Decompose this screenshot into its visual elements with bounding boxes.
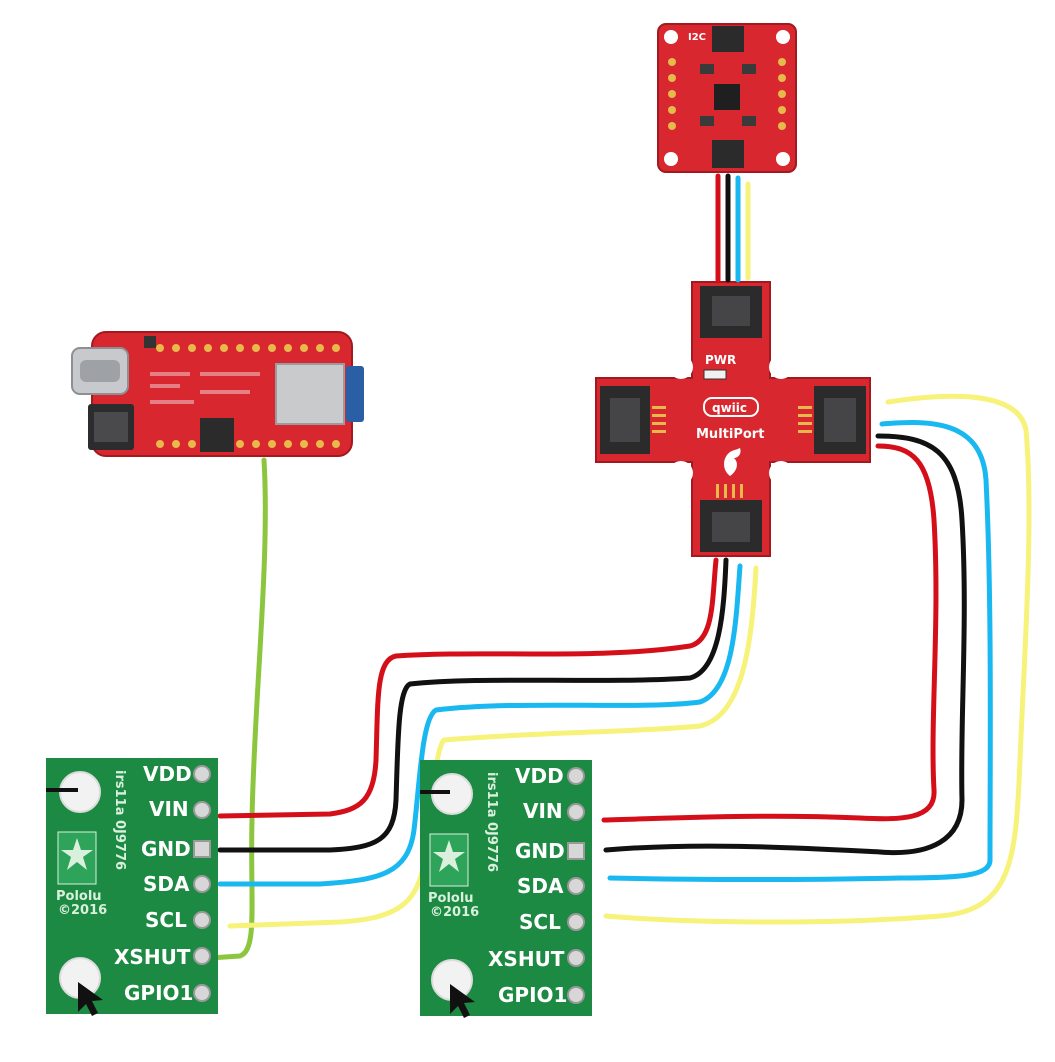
pin-label-gpio1: GPIO1: [498, 983, 567, 1007]
pin-labels: VDD VIN GND SDA SCL XSHUT GPIO1: [488, 764, 567, 1007]
pololu-star-icon: [433, 840, 465, 872]
sensor-board-code: irs11a 0J9776: [112, 770, 127, 870]
pin-label-sda: SDA: [517, 874, 564, 898]
pin-label-gnd: GND: [515, 839, 565, 863]
pin-label-gpio1: GPIO1: [124, 981, 193, 1005]
pololu-star-icon: [61, 838, 93, 870]
i2c-label: I2C: [688, 32, 706, 43]
pin-label-vdd: VDD: [143, 762, 192, 786]
wire-red-right: [601, 443, 939, 823]
wire-red-left: [217, 557, 719, 819]
wire-blue-left: [217, 563, 743, 887]
pin-label-xshut: XSHUT: [488, 947, 565, 971]
pin-label-vin: VIN: [149, 797, 189, 821]
cursor-arrow-icon: [450, 984, 475, 1018]
pin-pads: [567, 767, 585, 1004]
wires: [207, 173, 1032, 961]
i2c-chip: [714, 84, 740, 110]
pin-label-scl: SCL: [519, 910, 561, 934]
wire-black-right: [603, 433, 967, 856]
pin-label-scl: SCL: [145, 908, 187, 932]
wire-black-left: [217, 557, 729, 853]
wireless-module: [275, 363, 345, 425]
i2c-sensor-board: I2C: [657, 23, 797, 173]
pololu-year: ©2016: [430, 905, 479, 920]
qwiic-logo: [703, 397, 759, 417]
sparkfun-flame-icon: [724, 448, 741, 476]
distance-sensor-right: Pololu ©2016 irs11a 0J9776 VDD VIN GND S…: [420, 760, 592, 1018]
antenna: [346, 366, 364, 422]
wire-yellow-right: [603, 393, 1032, 925]
pin-pads: [193, 765, 211, 1002]
qwiic-multiport-board: PWR qwiic MultiPort: [595, 281, 871, 557]
cursor-arrow-icon: [78, 982, 103, 1016]
sensor-board-code: irs11a 0J9776: [484, 772, 499, 872]
microcontroller-board: [71, 331, 364, 457]
i2c-top-qwiic-connector: [712, 26, 744, 52]
wire-blue-right: [607, 420, 993, 882]
wire-yellow-left: [227, 565, 759, 929]
pololu-name: Pololu: [428, 891, 474, 906]
pin-label-vin: VIN: [523, 799, 563, 823]
pin-label-gnd: GND: [141, 837, 191, 861]
pwr-label: PWR: [705, 353, 736, 367]
pololu-year: ©2016: [58, 903, 107, 918]
distance-sensor-left: Pololu ©2016 irs11a 0J9776 VDD VIN GND S…: [46, 758, 218, 1016]
i2c-bottom-qwiic-connector: [712, 140, 744, 168]
pin-labels: VDD VIN GND SDA SCL XSHUT GPIO1: [114, 762, 193, 1005]
pwr-led: [703, 369, 727, 380]
pololu-name: Pololu: [56, 889, 102, 904]
board-qwiic-connector: [200, 418, 234, 452]
pin-label-xshut: XSHUT: [114, 945, 191, 969]
wire-green-xshut: [207, 457, 268, 961]
pin-label-sda: SDA: [143, 872, 190, 896]
pin-label-vdd: VDD: [515, 764, 564, 788]
multiport-name-label: MultiPort: [696, 427, 764, 442]
qwiic-logo-text: qwiic: [712, 401, 747, 415]
